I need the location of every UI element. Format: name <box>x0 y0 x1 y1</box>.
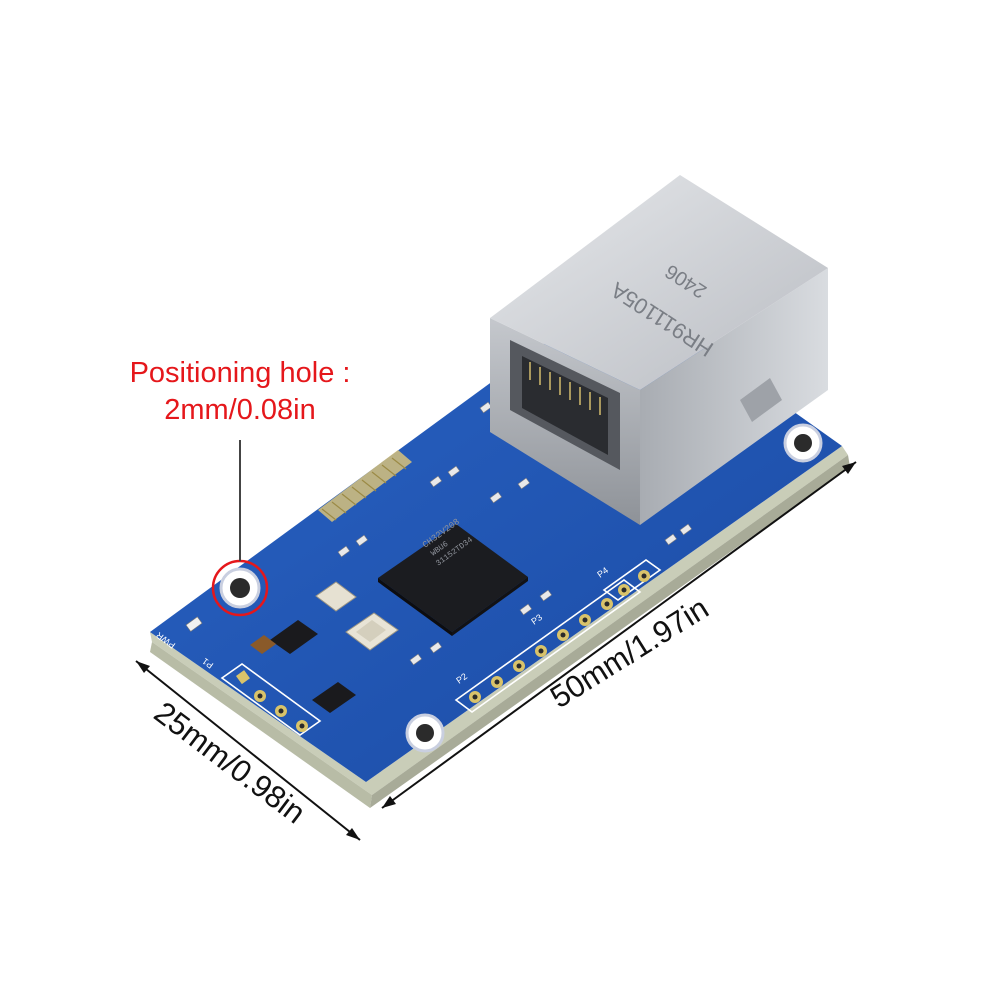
header-p2-p3: P2 P3 <box>454 579 642 713</box>
positioning-hole-annotation: Positioning hole : 2mm/0.08in <box>70 355 410 429</box>
rj45-jack: HR911105A 2406 <box>490 175 828 525</box>
mounting-hole-right <box>783 423 823 463</box>
smd-passives <box>337 401 693 666</box>
positioning-hole-left <box>219 567 261 609</box>
rj45-side <box>640 268 828 525</box>
length-dimension-line <box>381 461 857 809</box>
hole-label-line1: Positioning hole : <box>129 357 351 389</box>
small-ic <box>312 682 356 713</box>
mounting-hole-bottom <box>405 713 445 753</box>
contact-strip <box>318 450 412 522</box>
capacitor-brown <box>250 635 276 654</box>
crystal-large <box>345 612 399 651</box>
rj45-top <box>490 175 828 390</box>
hole-label-line2: 2mm/0.08in <box>164 394 316 426</box>
crystal-small <box>315 581 357 612</box>
regulator-ic <box>270 620 318 654</box>
width-dimension-line <box>135 660 361 841</box>
mcu-chip: CH32V208 WBU6 31152TD34 <box>378 517 528 636</box>
